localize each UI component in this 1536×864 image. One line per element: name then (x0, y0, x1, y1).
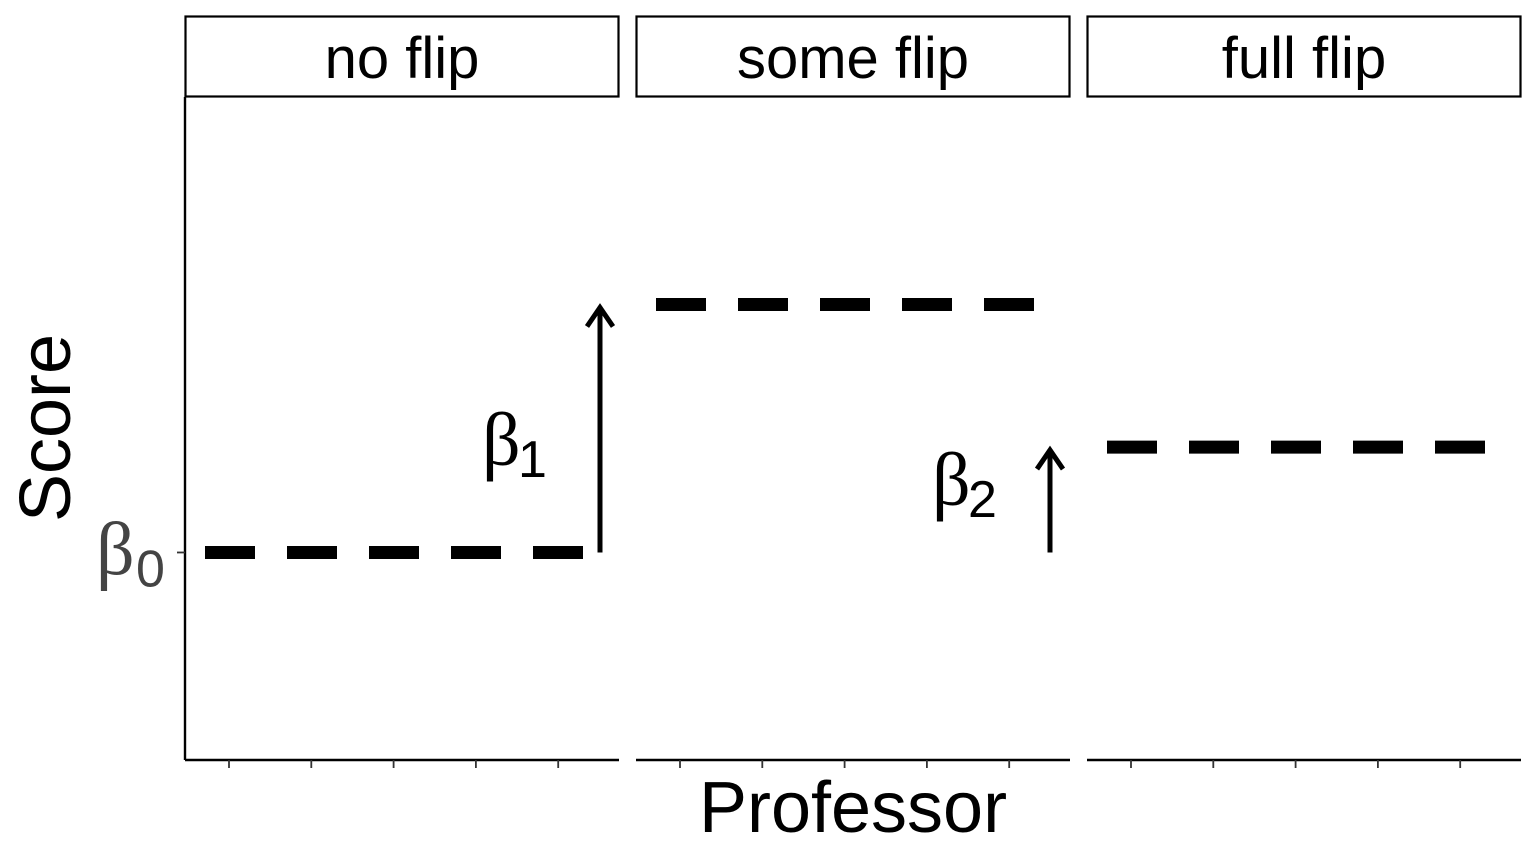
y-axis-title: Score (6, 334, 86, 522)
facet-strip-label: full flip (1222, 26, 1386, 91)
annotation-arrowhead (584, 303, 616, 328)
facet-strip-box (184, 15, 620, 98)
y-tick-label: β (96, 507, 135, 591)
annotation-symbol: β (932, 438, 971, 522)
y-tick-label-subscript: 0 (136, 540, 165, 598)
series-marks (205, 298, 1486, 559)
annotation-symbol: β (482, 398, 521, 482)
facet-strips: no flip some flip full flip (184, 15, 1522, 98)
facet-strip-label: no flip (325, 26, 480, 91)
annotation-arrowhead (1034, 445, 1066, 471)
facet-strip-box (635, 15, 1071, 98)
annotation-subscript: 2 (968, 471, 997, 529)
x-axis-title: Professor (699, 768, 1007, 848)
facet-strip-label: some flip (737, 26, 969, 91)
annotation-subscript: 1 (518, 431, 547, 489)
facet-strip-box (1086, 15, 1522, 98)
